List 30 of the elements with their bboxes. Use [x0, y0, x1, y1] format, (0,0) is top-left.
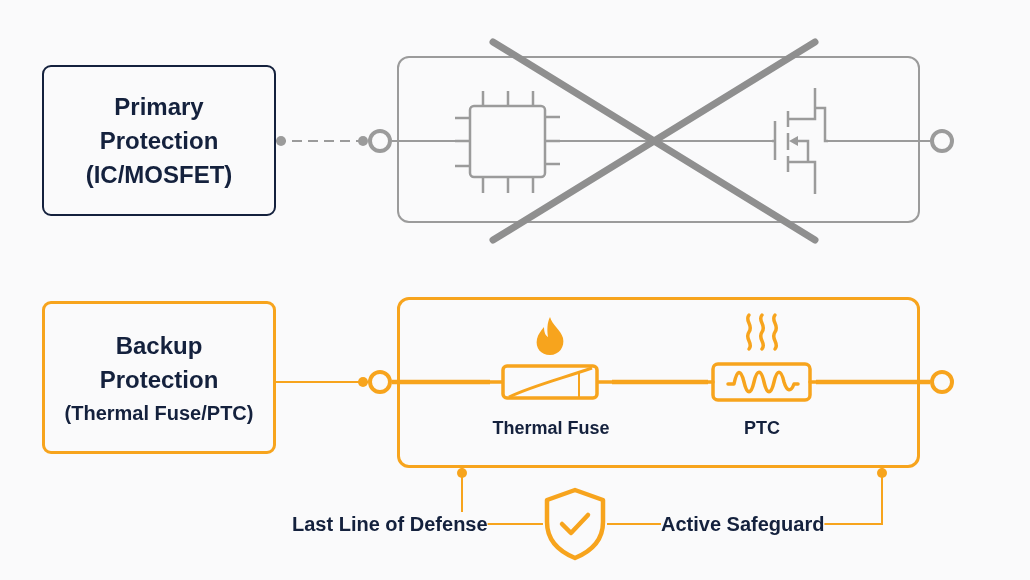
wire [827, 140, 931, 142]
chip-symbol [455, 91, 560, 193]
transistor-symbol [772, 86, 828, 196]
wire [559, 140, 773, 142]
protection-box [42, 301, 276, 454]
box-title: Backup Protection [99, 331, 219, 395]
connector-line [486, 523, 544, 525]
dashed-connector [275, 136, 369, 146]
terminal-circle [368, 370, 392, 394]
leader-line [823, 467, 887, 525]
wire [391, 140, 456, 142]
circuit-panel [397, 297, 920, 468]
terminal-circle [368, 129, 392, 153]
connector-line [606, 523, 662, 525]
circuit-panel [397, 56, 920, 223]
wire [392, 379, 490, 385]
box-title: Primary Protection (IC/MOSFET) [85, 91, 233, 190]
connector-line [275, 377, 369, 387]
component-label: PTC [744, 418, 780, 439]
wire [816, 379, 930, 385]
shield-check-icon [543, 487, 607, 561]
box-subtitle: (Thermal Fuse/PTC) [64, 401, 254, 426]
component-label: Thermal Fuse [492, 418, 610, 439]
protection-box [42, 65, 276, 216]
leader-line [457, 467, 467, 513]
annotation-label: Last Line of Defense [292, 512, 488, 536]
terminal-circle [930, 129, 954, 153]
wire [612, 379, 708, 385]
annotation-label: Active Safeguard [661, 512, 825, 536]
terminal-circle [930, 370, 954, 394]
